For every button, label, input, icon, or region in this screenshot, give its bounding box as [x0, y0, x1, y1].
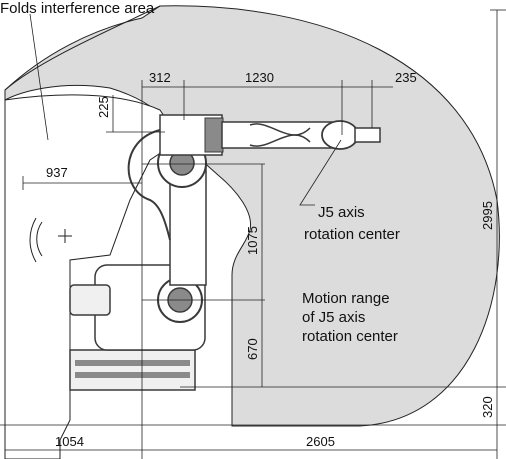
rear-arc [4, 5, 161, 91]
folds-interference-label: Folds interference area [0, 0, 155, 17]
inner-clear-area [4, 94, 181, 459]
dim-1230: 1230 [245, 70, 274, 85]
dim-320: 320 [480, 396, 495, 418]
dimension-lines [0, 9, 506, 459]
dim-2605: 2605 [306, 434, 335, 449]
dim-670: 670 [245, 338, 260, 360]
left-cross-mark [29, 217, 72, 263]
motion-range-area [4, 5, 500, 459]
range-label-line3: rotation center [302, 328, 398, 345]
robot-base [69, 349, 196, 391]
folds-leader-line [29, 13, 49, 141]
range-label-line2: of J5 axis [302, 309, 365, 326]
dim-312: 312 [149, 70, 171, 85]
j5-label-line1: J5 axis [318, 204, 365, 221]
dim-2995: 2995 [480, 201, 495, 230]
dim-235: 235 [395, 70, 417, 85]
range-label-line1: Motion range [302, 290, 390, 307]
dim-1054: 1054 [55, 434, 84, 449]
dim-1075: 1075 [245, 226, 260, 255]
j5-label-line2: rotation center [304, 226, 400, 243]
dim-937: 937 [46, 165, 68, 180]
dim-225: 225 [96, 96, 111, 118]
